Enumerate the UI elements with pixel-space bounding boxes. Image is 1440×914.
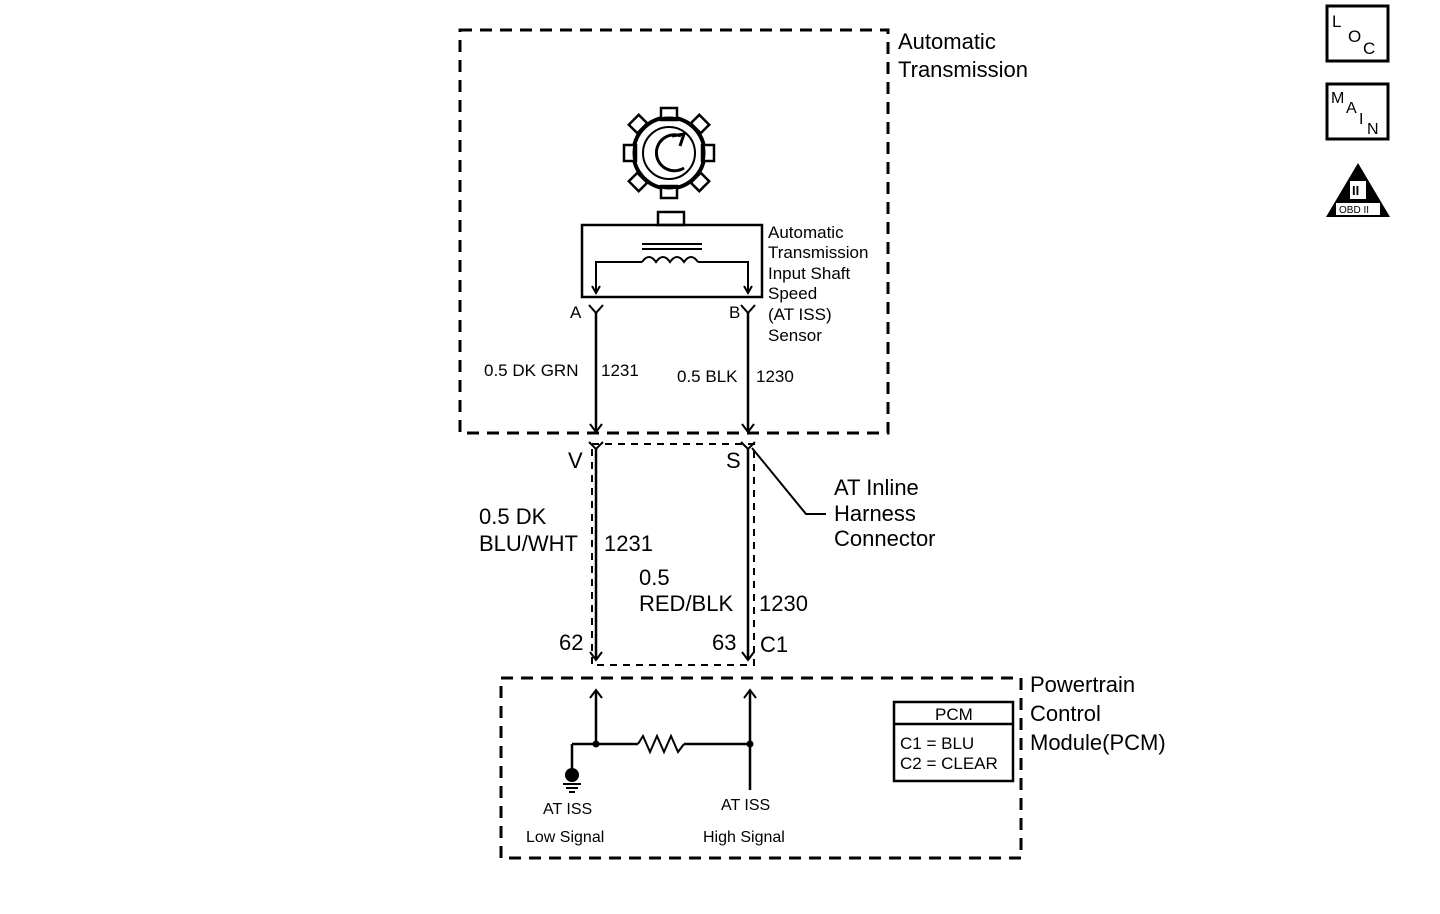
- transmission-label-line2: Transmission: [898, 57, 1028, 82]
- pcm-label-line1: Powertrain: [1030, 672, 1135, 697]
- pcm-table-row-c1: C1 = BLU: [900, 734, 974, 753]
- pcm-pin-62: 62: [559, 630, 583, 655]
- low-signal-label-line1: AT ISS: [543, 801, 592, 818]
- ground-icon: [563, 768, 581, 793]
- wire-1230-color-lower-line2: RED/BLK: [639, 591, 733, 616]
- pcm-connector-table: [892, 700, 1015, 783]
- pcm-pin-63: 63: [712, 630, 736, 655]
- sensor-label-line3: Input Shaft: [768, 264, 851, 283]
- sensor-pin-a: A: [570, 303, 582, 322]
- sensor-label-line6: Sensor: [768, 326, 822, 345]
- pcm-label-line3: Module(PCM): [1030, 730, 1166, 755]
- wire-1231-circuit-lower: 1231: [604, 531, 653, 556]
- connector-pin-s: S: [726, 448, 741, 473]
- connector-label-line3: Connector: [834, 526, 936, 551]
- sensor-label-line2: Transmission: [768, 243, 868, 262]
- pcm-table-header: PCM: [935, 705, 973, 724]
- connector-label-line2: Harness: [834, 501, 916, 526]
- connector-pin-v: V: [568, 448, 583, 473]
- wire-1231-color-lower-line2: BLU/WHT: [479, 531, 578, 556]
- svg-text:A: A: [1346, 100, 1357, 117]
- pcm-input-circuit: [570, 688, 757, 790]
- low-signal-label-line2: Low Signal: [526, 829, 604, 846]
- wire-1230-circuit-lower: 1230: [759, 591, 808, 616]
- wire-1230-color-upper: 0.5 BLK: [677, 367, 738, 386]
- pcm-label-line2: Control: [1030, 701, 1101, 726]
- sensor-label-line4: Speed: [768, 284, 817, 303]
- sensor-label-line5: (AT ISS): [768, 305, 832, 324]
- wire-1230-color-lower-line1: 0.5: [639, 565, 670, 590]
- transmission-label-line1: Automatic: [898, 29, 996, 54]
- svg-text:L: L: [1332, 12, 1341, 31]
- connector-leader-line: [751, 447, 826, 515]
- svg-text:OBD II: OBD II: [1339, 205, 1369, 216]
- wire-1231-circuit-upper: 1231: [601, 361, 639, 380]
- pin-b-terminal: [740, 304, 756, 315]
- svg-text:M: M: [1331, 90, 1344, 107]
- pin-a-terminal: [588, 304, 604, 315]
- high-signal-label-line1: AT ISS: [721, 797, 770, 814]
- pcm-boundary: [499, 676, 1023, 860]
- speed-sensor-icon: [580, 210, 764, 299]
- wire-1230-circuit-upper: 1230: [756, 367, 794, 386]
- svg-text:C: C: [1363, 39, 1375, 58]
- svg-text:I: I: [1359, 111, 1363, 128]
- reluctor-wheel-icon: [622, 106, 716, 200]
- wire-1231-color-lower-line1: 0.5 DK: [479, 504, 547, 529]
- connector-label-line1: AT Inline: [834, 475, 919, 500]
- sensor-label-line1: Automatic: [768, 223, 844, 242]
- svg-text:O: O: [1348, 27, 1361, 46]
- wire-1231-color-upper: 0.5 DK GRN: [484, 361, 578, 380]
- loc-icon[interactable]: L O C: [1325, 4, 1390, 63]
- pcm-connector-c1: C1: [760, 632, 788, 657]
- main-icon[interactable]: M A I N: [1325, 82, 1390, 141]
- svg-text:II: II: [1352, 183, 1359, 198]
- transmission-boundary: [458, 28, 890, 435]
- svg-text:N: N: [1367, 121, 1379, 138]
- inline-harness-connector-boundary: [591, 443, 755, 666]
- sensor-pin-b: B: [729, 303, 740, 322]
- high-signal-label-line2: High Signal: [703, 829, 785, 846]
- pcm-table-row-c2: C2 = CLEAR: [900, 754, 998, 773]
- obd-ii-icon[interactable]: II OBD II: [1326, 163, 1390, 217]
